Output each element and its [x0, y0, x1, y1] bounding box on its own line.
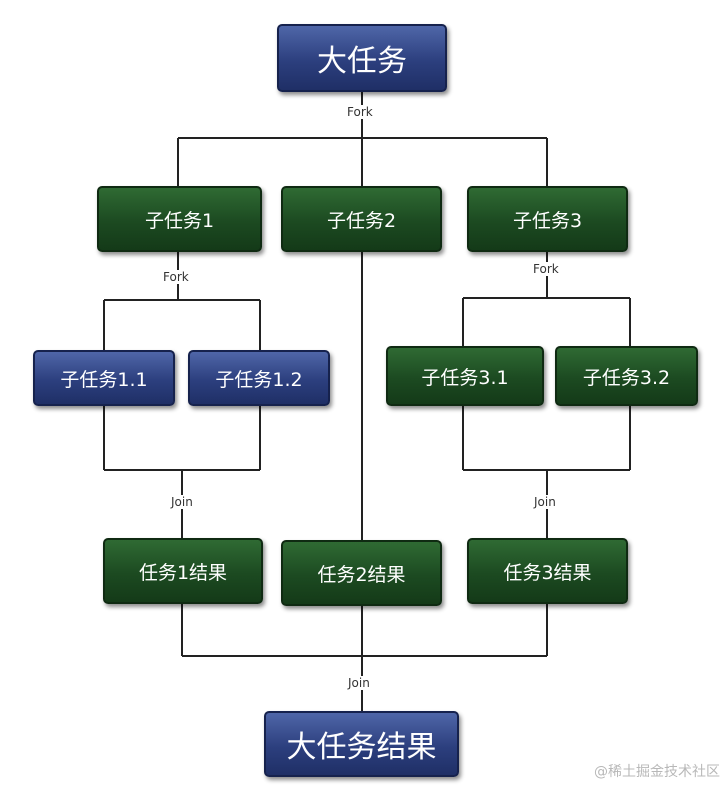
fork-label-right: Fork: [532, 262, 560, 276]
join-label-left: Join: [170, 495, 194, 509]
node-result-2: 任务2结果: [281, 540, 442, 606]
join-label-right: Join: [533, 495, 557, 509]
watermark-text: @稀土掘金技术社区: [594, 764, 720, 780]
node-result-3: 任务3结果: [467, 538, 628, 604]
node-subtask-2: 子任务2: [281, 186, 442, 252]
node-subtask-1-2: 子任务1.2: [188, 350, 330, 406]
node-big-task: 大任务: [277, 24, 447, 92]
node-subtask-1: 子任务1: [97, 186, 262, 252]
node-subtask-3-1: 子任务3.1: [386, 346, 544, 406]
node-result-1: 任务1结果: [103, 538, 263, 604]
join-label-bottom: Join: [347, 676, 371, 690]
node-big-task-result: 大任务结果: [264, 711, 459, 777]
fork-label-top: Fork: [346, 105, 374, 119]
node-subtask-3: 子任务3: [467, 186, 628, 252]
fork-label-left: Fork: [162, 270, 190, 284]
node-subtask-1-1: 子任务1.1: [33, 350, 175, 406]
node-subtask-3-2: 子任务3.2: [555, 346, 698, 406]
